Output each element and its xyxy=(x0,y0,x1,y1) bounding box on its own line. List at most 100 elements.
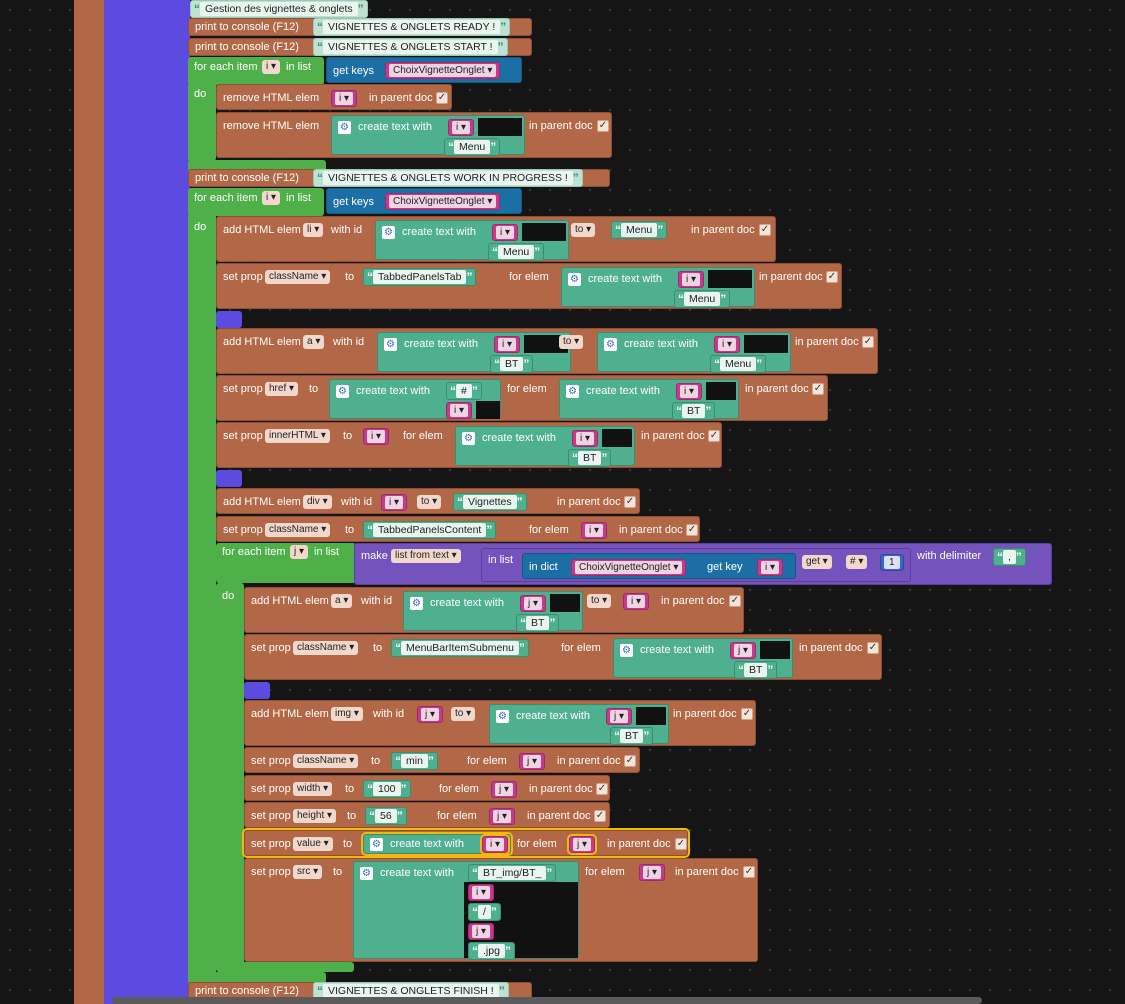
prop-dropdown-value[interactable]: value ▾ xyxy=(293,837,333,851)
parent-doc-checkbox[interactable]: ✓ xyxy=(596,783,608,795)
set-prop-classname-min-block[interactable]: set prop className ▾ to “min” for elem j… xyxy=(244,747,640,773)
prop-dropdown-width[interactable]: width ▾ xyxy=(293,782,333,796)
parent-doc-checkbox[interactable]: ✓ xyxy=(624,755,636,767)
parent-doc-checkbox[interactable]: ✓ xyxy=(708,430,720,442)
gear-icon[interactable]: ⚙ xyxy=(384,338,397,351)
string-bt[interactable]: “BT” xyxy=(516,614,560,632)
dict-variable[interactable]: ChoixVignetteOnglet ▾ xyxy=(385,62,501,79)
gear-icon[interactable]: ⚙ xyxy=(604,338,617,351)
var-j[interactable]: j ▾ xyxy=(489,808,516,825)
tag-dropdown-img[interactable]: img ▾ xyxy=(331,707,363,721)
set-prop-classname-tab-block[interactable]: set prop className ▾ to “TabbedPanelsTab… xyxy=(216,263,842,309)
print-finish-block[interactable]: print to console (F12) “VIGNETTES & ONGL… xyxy=(188,982,532,1000)
parent-doc-checkbox[interactable]: ✓ xyxy=(436,92,448,104)
prop-dropdown-classname[interactable]: className ▾ xyxy=(265,270,331,284)
string-menu[interactable]: “Menu” xyxy=(674,290,731,308)
string-bt[interactable]: “BT” xyxy=(734,661,778,679)
parent-doc-checkbox[interactable]: ✓ xyxy=(743,866,755,878)
dict-variable[interactable]: ChoixVignetteOnglet ▾ xyxy=(385,193,501,210)
list-from-text-dropdown[interactable]: list from text ▾ xyxy=(391,549,461,563)
separator-block[interactable] xyxy=(244,682,270,699)
parent-doc-checkbox[interactable]: ✓ xyxy=(867,642,879,654)
parent-doc-checkbox[interactable]: ✓ xyxy=(624,496,636,508)
var-i[interactable]: i ▾ xyxy=(572,430,599,447)
tag-dropdown-a[interactable]: a ▾ xyxy=(303,335,325,349)
set-prop-innerhtml-block[interactable]: set prop innerHTML ▾ to i ▾ for elem ⚙ c… xyxy=(216,422,722,468)
gear-icon[interactable]: ⚙ xyxy=(370,838,383,851)
string-bt[interactable]: “BT” xyxy=(610,727,654,745)
set-prop-href-block[interactable]: set prop href ▾ to ⚙ create text with “#… xyxy=(216,375,828,421)
gear-icon[interactable]: ⚙ xyxy=(360,867,373,880)
prop-dropdown-href[interactable]: href ▾ xyxy=(265,382,299,396)
create-text-block[interactable]: ⚙ create text with i ▾ “Menu” xyxy=(561,267,755,308)
string-comma[interactable]: “,” xyxy=(993,548,1026,566)
var-j[interactable]: j ▾ xyxy=(520,595,547,612)
tag-dropdown-li[interactable]: li ▾ xyxy=(303,223,324,237)
string-menubaritemsubmenu[interactable]: “MenuBarItemSubmenu” xyxy=(391,639,529,657)
parent-doc-checkbox[interactable]: ✓ xyxy=(675,838,687,850)
add-html-elem-div-block[interactable]: add HTML elem div ▾ with id i ▾ to ▾ “Vi… xyxy=(216,488,640,514)
remove-html-elem-block-1[interactable]: remove HTML elem i ▾ in parent doc ✓ xyxy=(216,84,452,110)
set-prop-height-block[interactable]: set prop height ▾ to “56” for elem j ▾ i… xyxy=(244,802,610,828)
parent-doc-checkbox[interactable]: ✓ xyxy=(729,595,741,607)
print-start-string[interactable]: “VIGNETTES & ONGLETS START !” xyxy=(313,38,508,56)
string-min[interactable]: “min” xyxy=(391,752,438,770)
to-dropdown[interactable]: to ▾ xyxy=(587,594,612,608)
prop-dropdown-classname[interactable]: className ▾ xyxy=(265,523,331,537)
string-bt[interactable]: “BT” xyxy=(672,402,716,420)
parent-doc-checkbox[interactable]: ✓ xyxy=(686,524,698,536)
var-i[interactable]: i ▾ xyxy=(446,402,473,419)
var-i[interactable]: i ▾ xyxy=(381,494,408,511)
set-prop-width-block[interactable]: set prop width ▾ to “100” for elem j ▾ i… xyxy=(244,775,610,801)
parent-doc-checkbox[interactable]: ✓ xyxy=(812,383,824,395)
prop-dropdown-src[interactable]: src ▾ xyxy=(293,865,323,879)
string-bt-img[interactable]: “BT_img/BT_” xyxy=(468,864,557,882)
parent-doc-checkbox[interactable]: ✓ xyxy=(597,120,609,132)
set-prop-classname-menubar-block[interactable]: set prop className ▾ to “MenuBarItemSubm… xyxy=(244,634,882,680)
var-i[interactable]: i ▾ xyxy=(757,559,784,576)
set-prop-classname-content-block[interactable]: set prop className ▾ to “TabbedPanelsCon… xyxy=(216,516,700,542)
loop-var-dropdown[interactable]: j ▾ xyxy=(290,545,309,559)
var-i[interactable]: i ▾ xyxy=(363,428,390,445)
to-dropdown[interactable]: to ▾ xyxy=(559,335,584,349)
in-list-get-block[interactable]: in list in dict ChoixVignetteOnglet ▾ ge… xyxy=(481,548,911,582)
in-dict-get-key-block[interactable]: in dict ChoixVignetteOnglet ▾ get key i … xyxy=(522,553,796,579)
parent-doc-checkbox[interactable]: ✓ xyxy=(862,336,874,348)
string-bt[interactable]: “BT” xyxy=(568,449,612,467)
gear-icon[interactable]: ⚙ xyxy=(336,385,349,398)
string-slash[interactable]: “/” xyxy=(468,903,501,921)
var-j[interactable]: j ▾ xyxy=(566,834,598,855)
tag-dropdown-div[interactable]: div ▾ xyxy=(303,495,332,509)
gear-icon[interactable]: ⚙ xyxy=(568,273,581,286)
var-i[interactable]: i ▾ xyxy=(494,336,521,353)
var-i[interactable]: i ▾ xyxy=(468,884,495,901)
var-i[interactable]: i ▾ xyxy=(581,522,608,539)
var-i[interactable]: i ▾ xyxy=(678,271,705,288)
print-work-string[interactable]: “VIGNETTES & ONGLETS WORK IN PROGRESS !” xyxy=(313,169,583,187)
create-text-block[interactable]: ⚙ create text with j ▾ “BT” xyxy=(613,638,793,679)
var-i[interactable]: i ▾ xyxy=(479,834,511,855)
string-jpg[interactable]: “.jpg” xyxy=(468,942,515,960)
prop-dropdown-classname[interactable]: className ▾ xyxy=(293,754,359,768)
string-menu[interactable]: “Menu” xyxy=(444,138,501,156)
var-i[interactable]: i ▾ xyxy=(623,593,650,610)
gear-icon[interactable]: ⚙ xyxy=(620,644,633,657)
for-each-loop-1[interactable]: for each item i ▾ in list xyxy=(188,57,324,85)
create-text-block[interactable]: ⚙ create text with i ▾ xyxy=(361,832,513,856)
create-text-block[interactable]: ⚙ create text with j ▾ “BT” xyxy=(489,704,669,745)
print-ready-block[interactable]: print to console (F12) “VIGNETTES & ONGL… xyxy=(188,18,532,36)
create-text-block[interactable]: ⚙ create text with j ▾ “BT” xyxy=(403,591,583,632)
gear-icon[interactable]: ⚙ xyxy=(410,597,423,610)
dict-variable[interactable]: ChoixVignetteOnglet ▾ xyxy=(571,559,687,576)
create-text-block[interactable]: ⚙ create text with “BT_img/BT_” i ▾ “/” … xyxy=(353,861,579,960)
remove-html-elem-block-2[interactable]: remove HTML elem ⚙ create text with i ▾ … xyxy=(216,112,612,158)
string-100[interactable]: “100” xyxy=(363,780,411,798)
var-j[interactable]: j ▾ xyxy=(491,781,518,798)
set-prop-src-block[interactable]: set prop src ▾ to ⚙ create text with “BT… xyxy=(244,858,758,962)
index-mode-dropdown[interactable]: # ▾ xyxy=(846,555,868,569)
loop-var-dropdown[interactable]: i ▾ xyxy=(262,191,281,205)
create-text-block[interactable]: ⚙ create text with i ▾ “Menu” xyxy=(597,332,791,373)
gear-icon[interactable]: ⚙ xyxy=(338,121,351,134)
parent-doc-checkbox[interactable]: ✓ xyxy=(741,708,753,720)
gear-icon[interactable]: ⚙ xyxy=(382,226,395,239)
